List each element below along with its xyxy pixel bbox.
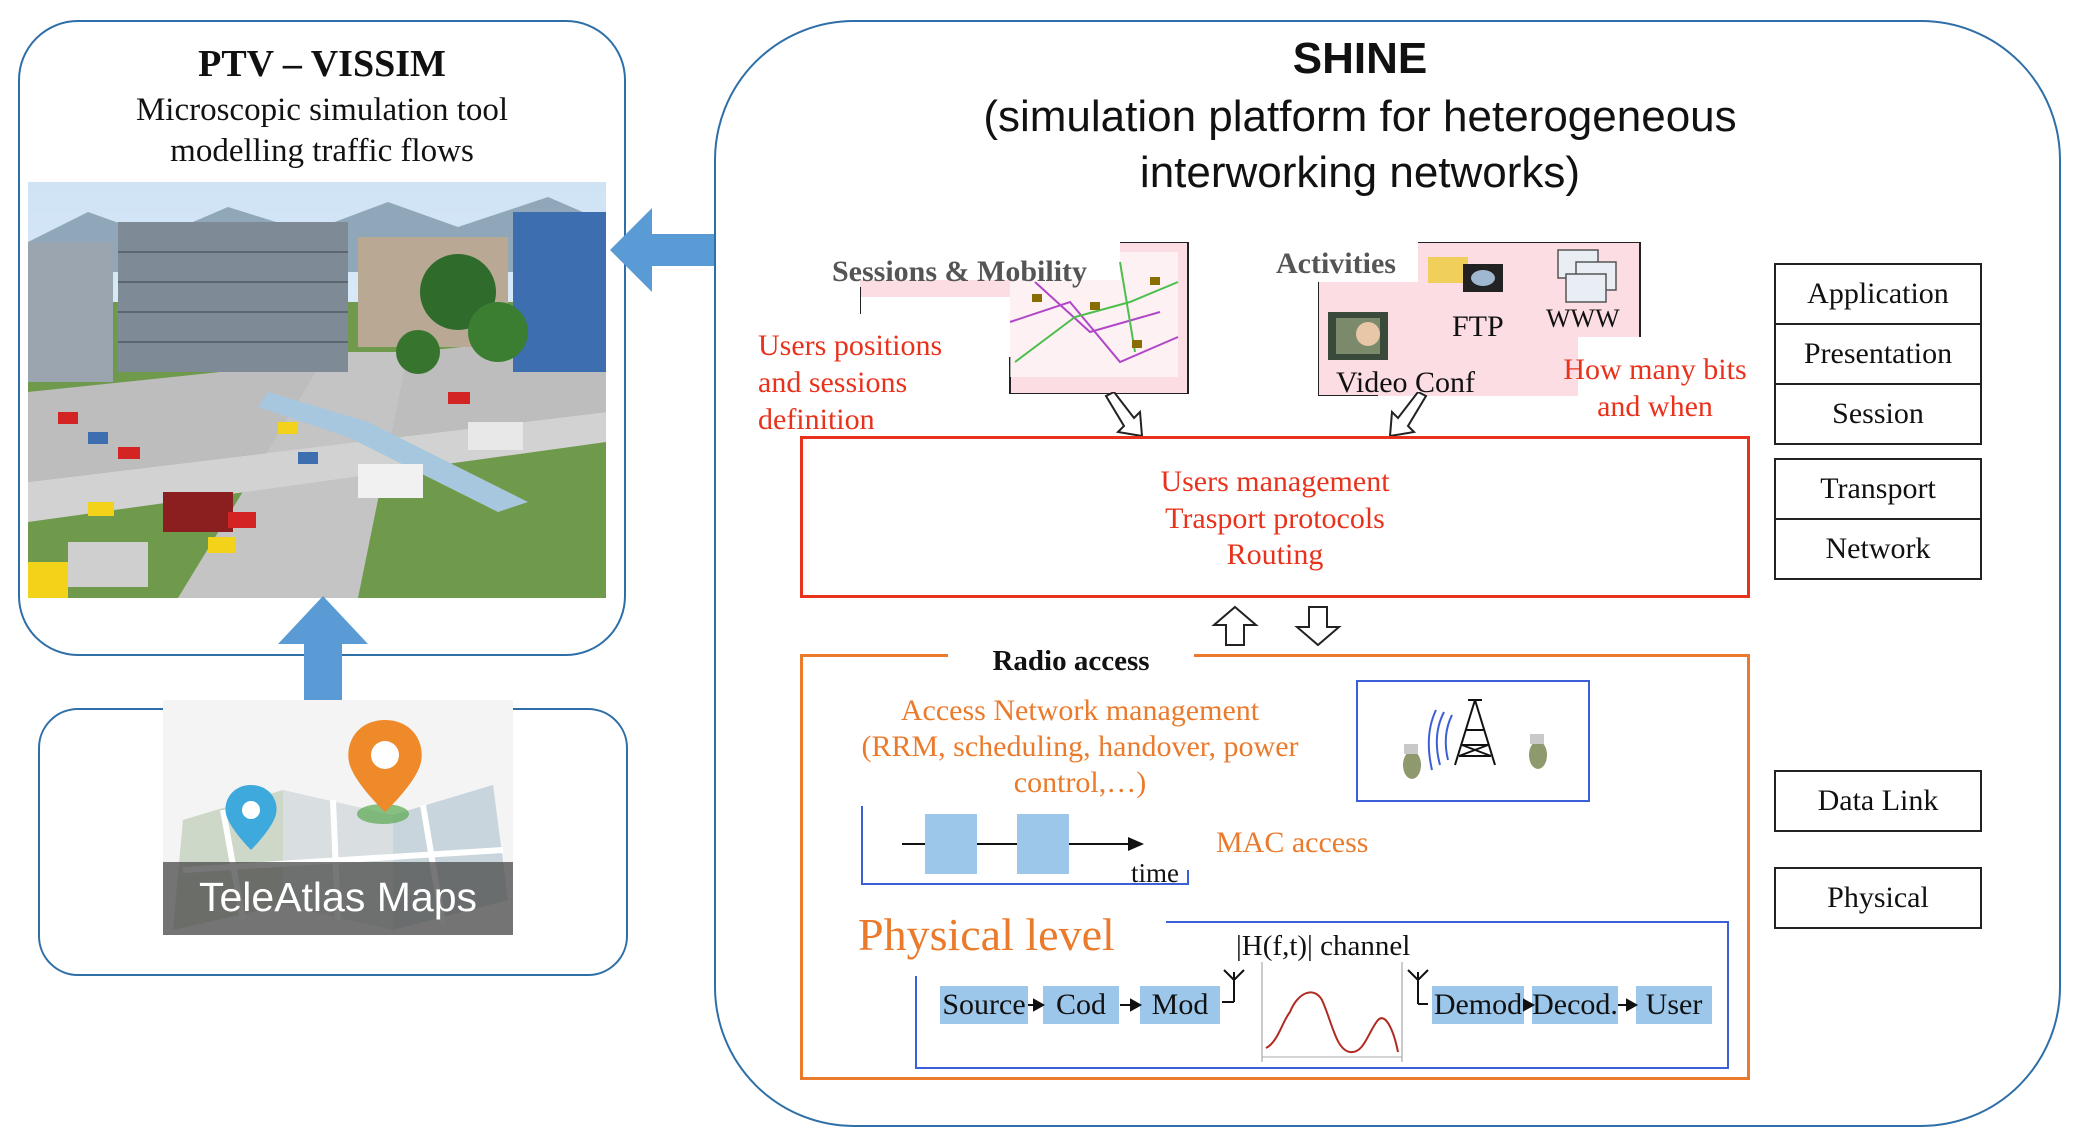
routing-text: Routing [1226,538,1324,571]
osi-physical: Physical [1827,881,1929,914]
osi-data-link: Data Link [1817,784,1939,817]
map-pins-image [163,700,513,935]
video-conf-label: Video Conf [1336,366,1476,399]
activities-graphic [1318,242,1641,396]
sessions-note-2: and sessions [758,366,908,399]
shine-subtitle-1: (simulation platform for heterogeneous [983,92,1737,141]
activities-down-arrow [1388,392,1428,438]
www-label: WWW [1546,304,1620,333]
vissim-subtitle-1: Microscopic simulation tool [135,92,509,128]
vissim-subtitle-2: modelling traffic flows [170,133,474,169]
decod-block: Decod. [1532,986,1618,1024]
activities-note-2: and when [1597,390,1713,423]
mac-access-label: MAC access [1216,826,1369,859]
network-layer-box [800,436,1750,598]
anm-text-3: control,…) [1013,766,1147,799]
shine-subtitle-2: interworking networks) [1139,148,1581,197]
radio-access-title: Radio access [948,645,1194,678]
traffic-scene-image [28,182,606,598]
maps-label: TeleAtlas Maps [198,874,477,920]
sessions-note-3: definition [758,403,875,436]
osi-presentation-session-stack: Presentation Session [1774,323,1982,445]
osi-data-link-box: Data Link [1774,770,1982,832]
base-station-box [1356,680,1590,802]
channel-label: |H(f,t)| channel [1236,930,1411,962]
cod-block: Cod [1043,986,1119,1024]
up-arrow [1211,605,1259,646]
osi-transport-network-stack: Transport Network [1774,458,1982,580]
anm-text-2: (RRM, scheduling, handover, power [861,730,1299,763]
physical-chain-arrows [1028,998,1639,1012]
demod-block: Demod [1432,986,1524,1024]
sessions-mobility-graphic [860,242,1189,394]
transport-protocols-text: Trasport protocols [1165,502,1385,535]
mod-block: Mod [1140,986,1220,1024]
osi-upper-stack: Application [1774,263,1982,325]
vissim-title: PTV – VISSIM [198,43,446,85]
activities-note-1: How many bits [1563,353,1747,386]
anm-text-1: Access Network management [900,694,1260,727]
base-station-icon [1403,699,1547,779]
user-block: User [1636,986,1712,1024]
osi-network: Network [1776,518,1980,578]
osi-transport: Transport [1820,472,1936,505]
users-management-text: Users management [1160,465,1390,498]
antennas-and-channel [1222,962,1429,1062]
physical-level-title: Physical level [858,909,1115,960]
osi-presentation: Presentation [1803,337,1953,370]
osi-application: Application [1807,277,1949,310]
maps-to-vissim-arrow [278,596,368,704]
shine-title: SHINE [1292,34,1428,83]
physical-chain-frame [915,921,1729,1069]
osi-physical-box: Physical [1774,867,1982,929]
mac-timeline [861,806,1189,885]
activities-label: Activities [1276,247,1396,280]
osi-session: Session [1776,383,1980,443]
down-arrow [1294,606,1342,647]
time-label: time [1131,858,1179,888]
radio-access-box [800,654,1750,1080]
ftp-label: FTP [1452,310,1504,343]
sessions-note-1: Users positions [758,329,943,362]
sessions-down-arrow [1104,392,1144,438]
source-block: Source [940,986,1028,1024]
sessions-mobility-label: Sessions & Mobility [832,255,1088,288]
